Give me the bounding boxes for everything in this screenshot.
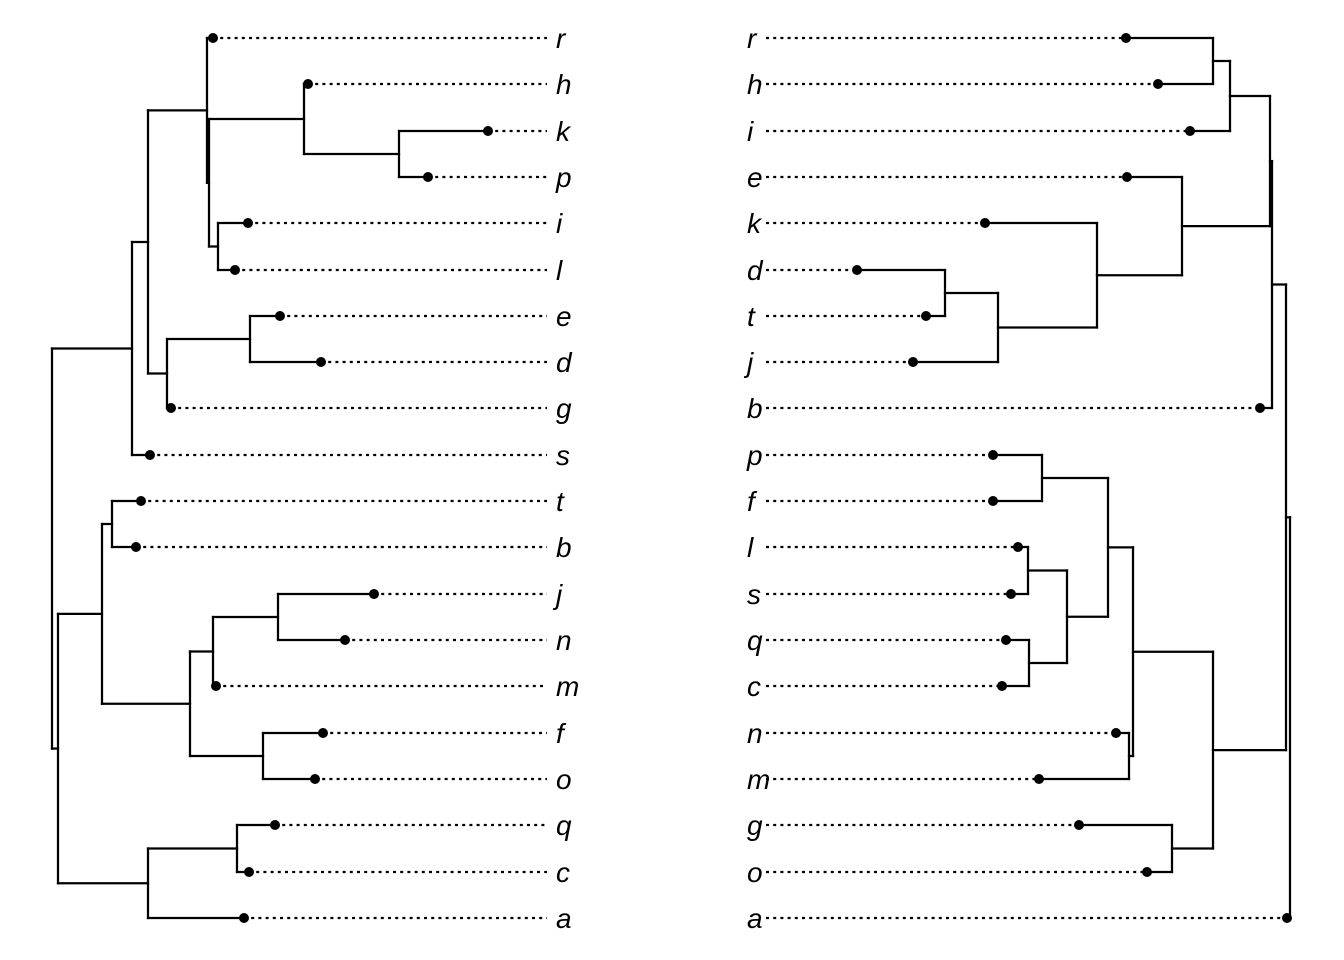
tip-label: q [747,625,763,656]
tip-node-dot [131,542,141,552]
tip-label: h [747,69,763,100]
tip-label: f [556,718,567,749]
tip-node-dot [423,172,433,182]
tip-label: b [556,532,572,563]
tip-node-dot [980,218,990,228]
tip-label: a [747,903,763,934]
tip-label: s [747,579,761,610]
tip-label: l [556,255,563,286]
tip-label: c [556,857,570,888]
tip-label: d [556,347,573,378]
tip-node-dot [244,867,254,877]
tip-node-dot [316,357,326,367]
tip-label: n [747,718,763,749]
tip-node-dot [1153,79,1163,89]
tip-node-dot [1185,126,1195,136]
tip-label: r [747,23,758,54]
tip-node-dot [988,450,998,460]
tip-node-dot [166,403,176,413]
tip-node-dot [1282,913,1292,923]
tip-label: j [743,347,754,378]
tip-label: e [556,301,572,332]
tip-label: i [747,116,754,147]
tip-node-dot [1034,774,1044,784]
tip-label: r [556,23,567,54]
tip-node-dot [208,33,218,43]
tip-label: a [556,903,572,934]
tip-node-dot [270,820,280,830]
tip-label: g [556,393,572,424]
tip-label: s [556,440,570,471]
tip-node-dot [211,681,221,691]
tip-node-dot [1121,33,1131,43]
tip-node-dot [988,496,998,506]
tip-node-dot [275,311,285,321]
tip-label: f [747,486,758,517]
tip-node-dot [340,635,350,645]
tip-label: m [556,671,579,702]
tip-label: c [747,671,761,702]
tip-label: g [747,810,763,841]
tip-label: p [555,162,572,193]
tip-node-dot [243,218,253,228]
tip-node-dot [1001,635,1011,645]
tip-label: k [747,208,763,239]
tip-label: j [552,579,563,610]
tip-node-dot [1255,403,1265,413]
tip-label: t [556,486,565,517]
tip-label: d [747,255,764,286]
tip-label: b [747,393,763,424]
tip-node-dot [997,681,1007,691]
tip-node-dot [145,450,155,460]
tip-node-dot [1013,542,1023,552]
tip-node-dot [310,774,320,784]
tip-label: p [746,440,763,471]
tip-node-dot [303,79,313,89]
tip-node-dot [239,913,249,923]
tip-node-dot [921,311,931,321]
tip-node-dot [369,589,379,599]
tip-label: k [556,116,572,147]
tip-node-dot [230,265,240,275]
tip-label: o [556,764,572,795]
tip-label: q [556,810,572,841]
tip-node-dot [1006,589,1016,599]
tip-node-dot [136,496,146,506]
tip-node-dot [1122,172,1132,182]
tip-node-dot [908,357,918,367]
tip-label: t [747,301,756,332]
tip-label: i [556,208,563,239]
tip-node-dot [1074,820,1084,830]
tip-label: e [747,162,763,193]
tip-label: o [747,857,763,888]
tip-label: n [556,625,572,656]
tip-node-dot [1142,867,1152,877]
tip-label: l [747,532,754,563]
tip-node-dot [483,126,493,136]
tip-node-dot [852,265,862,275]
tip-node-dot [318,728,328,738]
tip-node-dot [1111,728,1121,738]
tip-label: m [747,764,770,795]
tip-label: h [556,69,572,100]
